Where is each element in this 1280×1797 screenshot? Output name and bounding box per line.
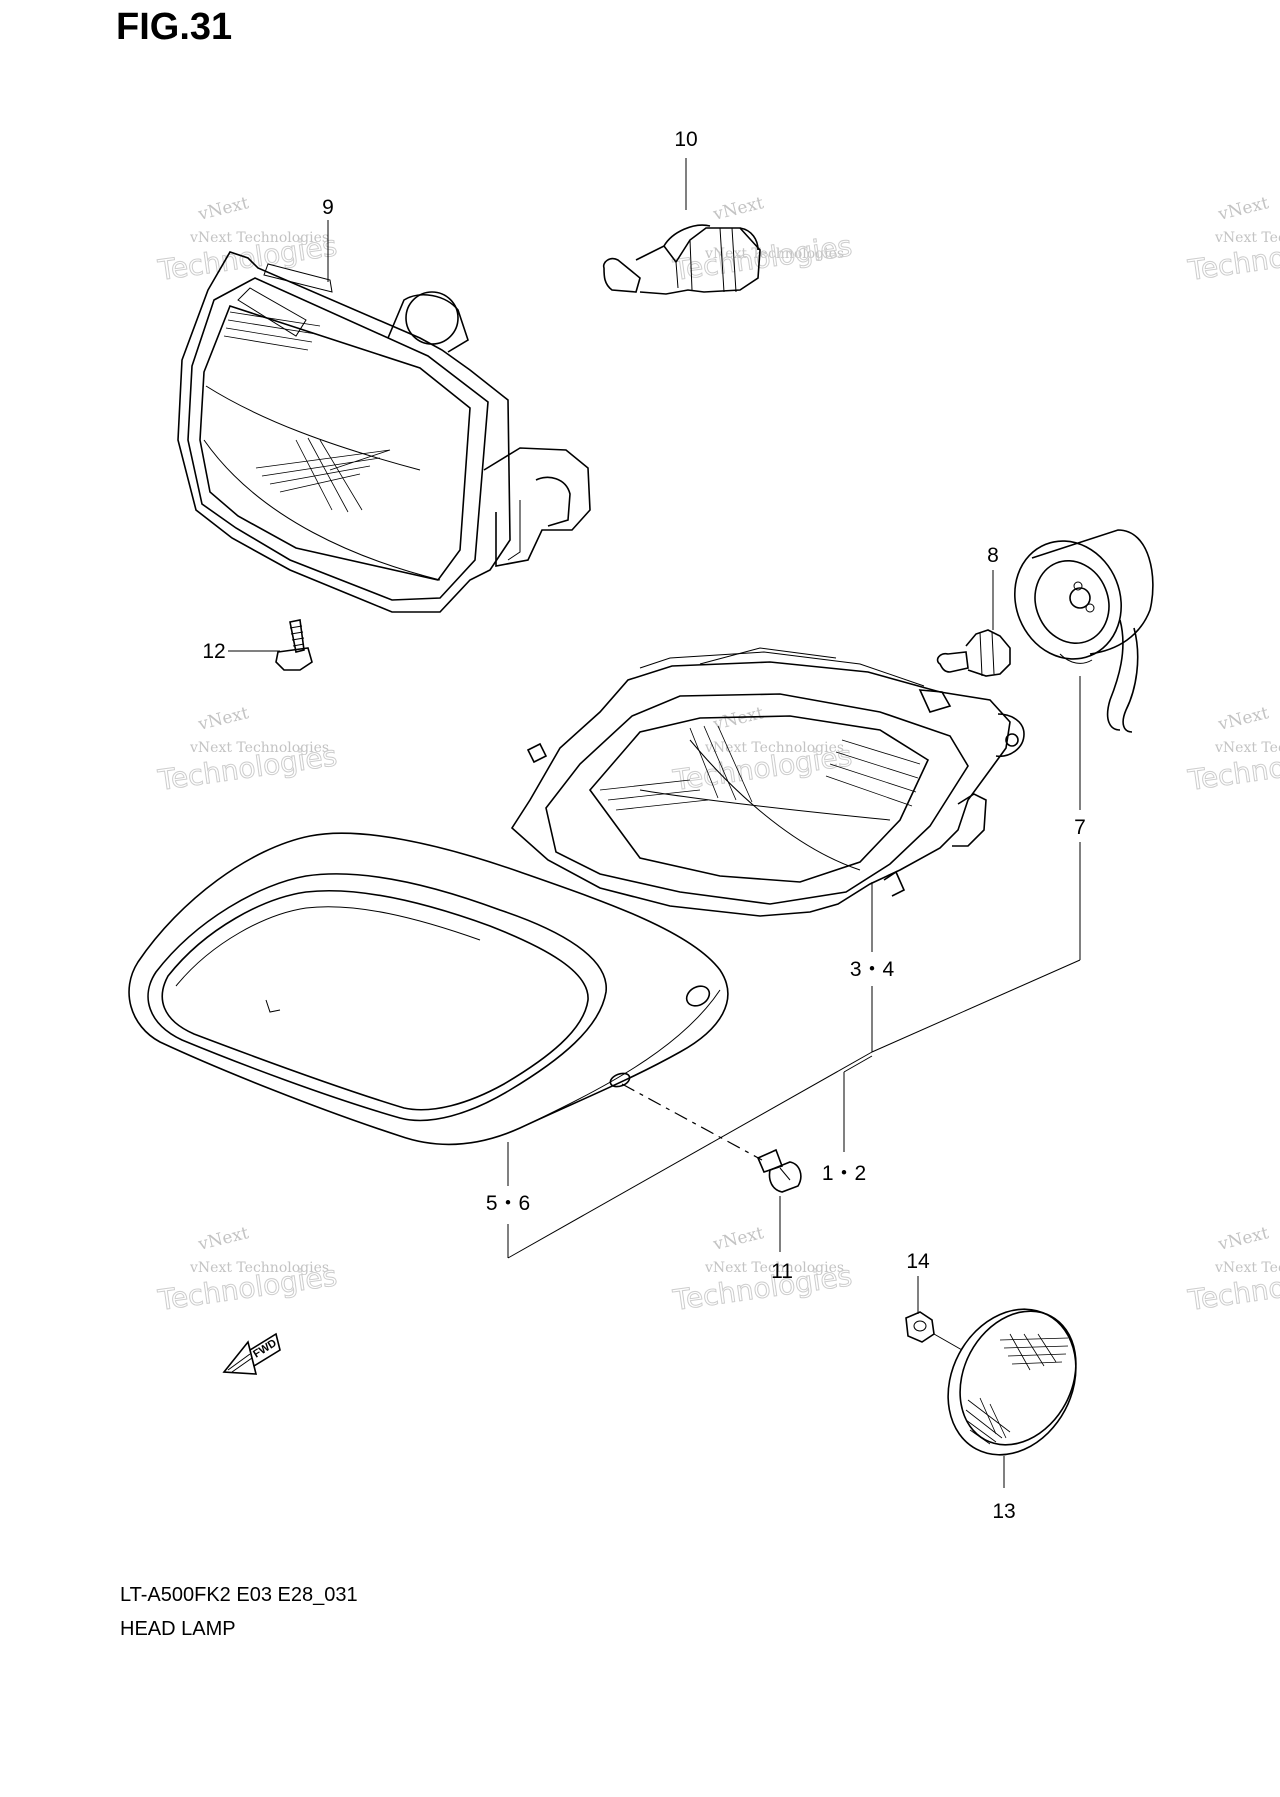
- part-11-clip: [756, 1148, 802, 1193]
- callout-1-2: 1・2: [822, 1162, 866, 1185]
- watermark-bottom-2: Technologies: [670, 229, 854, 287]
- watermark-top-9: vNext: [1215, 1223, 1270, 1255]
- leader-1-2-join: [843, 1055, 873, 1073]
- watermark-1: vNext vNext Technologies Technologies: [155, 193, 340, 287]
- callout-13: 13: [992, 1500, 1015, 1523]
- callout-12: 12: [202, 640, 225, 663]
- diagram-code: LT-A500FK2 E03 E28_031: [120, 1584, 358, 1606]
- watermark-top-5: vNext: [710, 703, 765, 735]
- watermark-small-4: vNext Technologies: [189, 740, 329, 756]
- watermark-top-8: vNext: [710, 1223, 765, 1255]
- watermark-7: vNext vNext Technologies Technologies: [155, 1223, 340, 1317]
- part-9-lamp-unit: [177, 251, 591, 613]
- part-5-6-bezel: [128, 832, 729, 1146]
- callout-14: 14: [906, 1250, 930, 1273]
- part-12-screw: [275, 619, 313, 671]
- fwd-arrow: FWD: [222, 1332, 281, 1375]
- watermark-3: vNext vNext Technologies Technologies: [1185, 193, 1280, 287]
- leader-clip-dash: [621, 1083, 763, 1161]
- part-3-4-headlamp-housing: [510, 647, 1025, 917]
- callout-labels: 9 10 12 8 7 3・4 1・2 5・6 11 14 13: [202, 128, 1086, 1523]
- watermark-4: vNext vNext Technologies Technologies: [155, 703, 340, 797]
- part-10-bulb: [602, 224, 761, 295]
- leader-5-6-diagonal: [507, 1051, 873, 1259]
- watermark-top-7: vNext: [195, 1223, 250, 1255]
- watermark-top-1: vNext: [195, 193, 250, 225]
- watermark-small-7: vNext Technologies: [189, 1260, 329, 1276]
- callout-8: 8: [987, 544, 999, 567]
- watermark-small-2: vNext Technologies: [704, 246, 844, 262]
- leader-7-join: [871, 959, 1081, 1053]
- watermark-group: vNext vNext Technologies Technologies vN…: [155, 193, 1280, 1317]
- watermark-6: vNext vNext Technologies Technologies: [1185, 703, 1280, 797]
- watermark-small-3: vNext Technologies: [1214, 230, 1280, 246]
- fwd-label: FWD: [251, 1337, 279, 1360]
- watermark-top-4: vNext: [195, 703, 250, 735]
- watermark-top-3: vNext: [1215, 193, 1270, 225]
- callout-7: 7: [1074, 816, 1086, 839]
- figure-title: FIG.31: [116, 6, 233, 48]
- callout-9: 9: [322, 196, 334, 219]
- watermark-small-9: vNext Technologies: [1214, 1260, 1280, 1276]
- callout-5-6: 5・6: [486, 1192, 530, 1215]
- watermark-small-6: vNext Technologies: [1214, 740, 1280, 756]
- watermark-small-1: vNext Technologies: [189, 230, 329, 246]
- part-13-reflector: [947, 1308, 1077, 1456]
- watermark-2: vNext vNext Technologies Technologies: [670, 193, 855, 287]
- part-7-socket: [1014, 529, 1154, 733]
- watermark-top-6: vNext: [1215, 703, 1270, 735]
- watermark-small-8: vNext Technologies: [704, 1260, 844, 1276]
- watermark-8: vNext vNext Technologies Technologies: [670, 1223, 855, 1317]
- diagram-name: HEAD LAMP: [120, 1618, 236, 1640]
- leader-lines: [228, 158, 1081, 1488]
- watermark-9: vNext vNext Technologies Technologies: [1185, 1223, 1280, 1317]
- leader-14-to-13: [933, 1333, 963, 1351]
- part-8-bulb: [936, 629, 1011, 677]
- watermark-small-5: vNext Technologies: [704, 740, 844, 756]
- watermark-top-2: vNext: [710, 193, 765, 225]
- part-14-nut: [905, 1311, 935, 1343]
- callout-10: 10: [674, 128, 697, 151]
- callout-11: 11: [771, 1260, 793, 1283]
- callout-3-4: 3・4: [850, 958, 895, 981]
